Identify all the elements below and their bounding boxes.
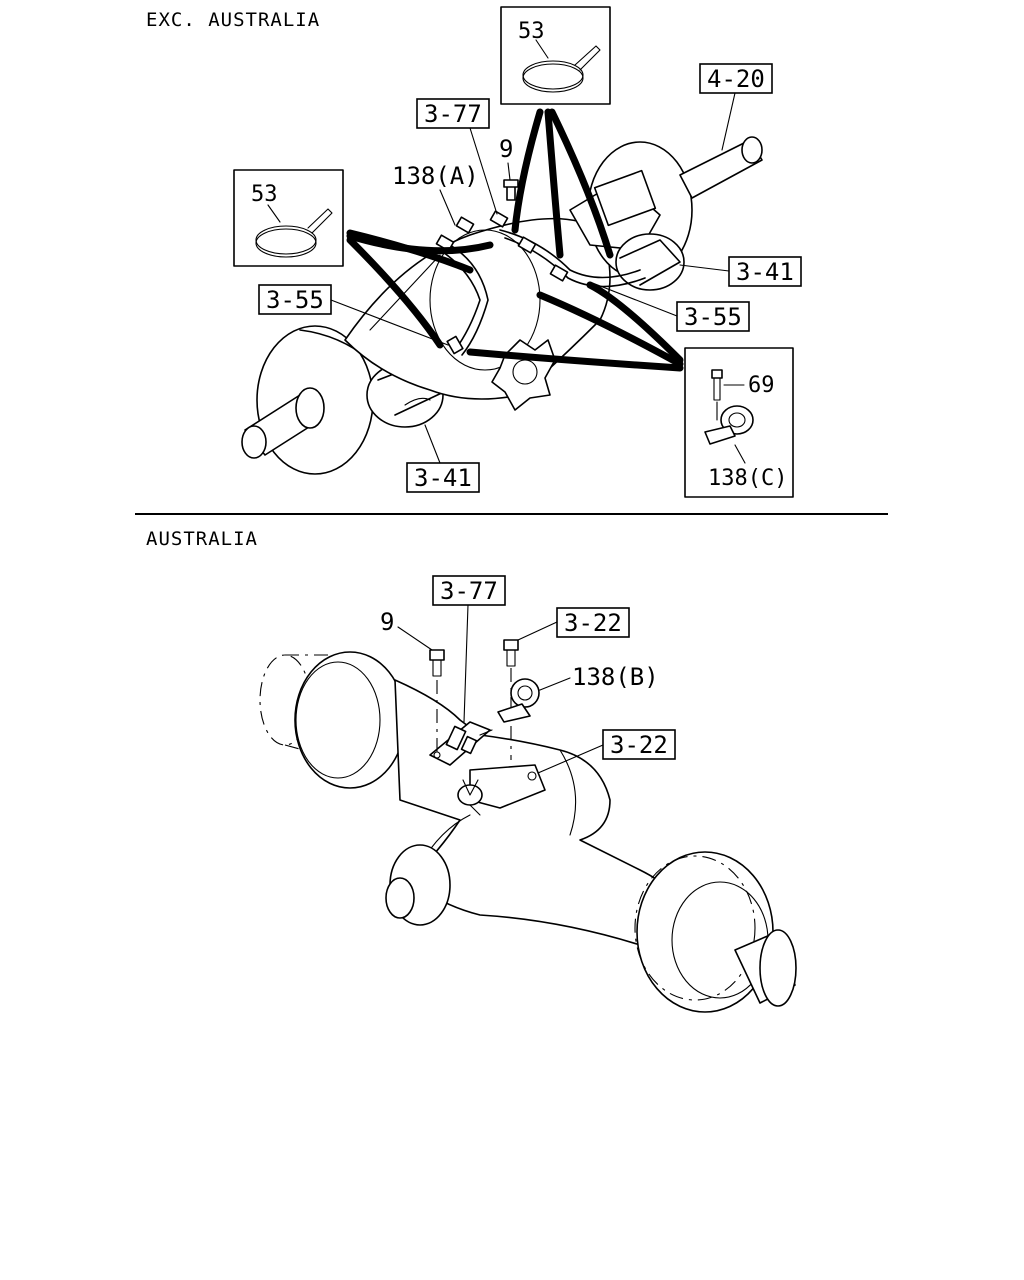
bolt-3-22-top — [503, 639, 519, 760]
bolt-9-bottom — [429, 649, 445, 755]
hose-clamp-icon — [522, 60, 584, 90]
detail-pointer-lines — [346, 108, 684, 372]
svg-text:3-77: 3-77 — [440, 577, 498, 605]
callout-3-77-top: 3-77 — [416, 98, 498, 215]
svg-text:3-41: 3-41 — [414, 464, 472, 492]
callout-3-41-right: 3-41 — [679, 256, 802, 287]
callout-3-22-right: 3-22 — [537, 729, 676, 774]
svg-text:3-55: 3-55 — [266, 286, 324, 314]
svg-text:4-20: 4-20 — [707, 65, 765, 93]
hose-clamp-icon — [255, 225, 317, 255]
callout-138a: 138(A) — [392, 162, 479, 190]
svg-text:3-77: 3-77 — [424, 100, 482, 128]
detail-box-138c: 69 138(C) — [684, 347, 794, 498]
callout-9-bottom: 9 — [380, 608, 394, 636]
callout-3-55-right: 3-55 — [589, 281, 750, 332]
callout-138c: 138(C) — [708, 466, 787, 491]
svg-text:3-41: 3-41 — [736, 258, 794, 286]
clip-138b — [497, 678, 540, 723]
detail-box-53-top: 53 — [500, 6, 611, 105]
detail-box-53-left: 53 — [233, 169, 344, 267]
callout-3-41-bottom: 3-41 — [406, 424, 480, 493]
svg-text:3-22: 3-22 — [610, 731, 668, 759]
svg-text:3-22: 3-22 — [564, 609, 622, 637]
brake-hose-right — [499, 229, 641, 279]
callout-53-top: 53 — [518, 19, 545, 44]
callout-3-77-bottom: 3-77 — [432, 575, 506, 723]
svg-text:3-55: 3-55 — [684, 303, 742, 331]
section-heading-exc-australia: EXC. AUSTRALIA — [146, 9, 320, 31]
callout-3-22-top: 3-22 — [517, 607, 630, 641]
right-brake-chamber — [615, 233, 685, 291]
right-axle-shaft — [679, 139, 763, 199]
axle-illustration-australia — [259, 651, 797, 1013]
callout-9-top: 9 — [499, 135, 513, 163]
section-heading-australia: AUSTRALIA — [146, 528, 258, 550]
callout-138b: 138(B) — [572, 663, 659, 691]
rear-axle-assembly-illustration — [241, 136, 763, 475]
left-hub — [294, 651, 406, 789]
callout-4-20: 4-20 — [699, 63, 773, 151]
callout-69: 69 — [748, 373, 775, 398]
callout-3-55-left: 3-55 — [258, 284, 449, 346]
callout-53-left: 53 — [251, 182, 278, 207]
bolt-69-icon — [711, 369, 723, 379]
